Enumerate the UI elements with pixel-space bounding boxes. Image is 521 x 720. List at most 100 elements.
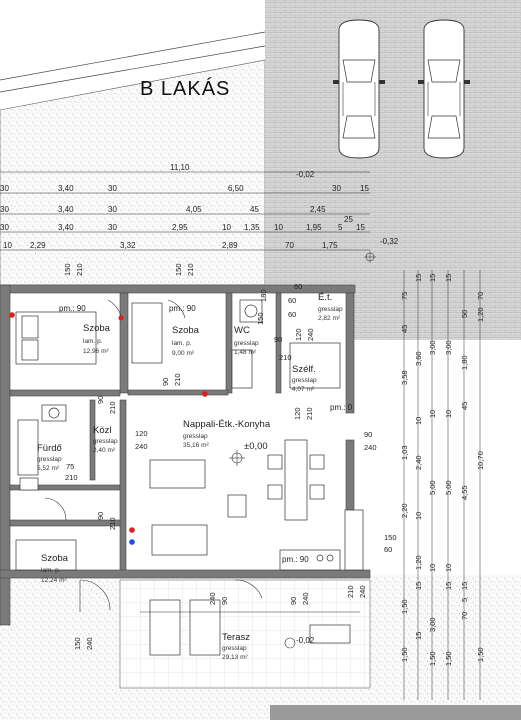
dim-r4-2: 3,32 bbox=[120, 241, 136, 250]
parking-paving bbox=[265, 0, 521, 340]
dim-r4-0: 10 bbox=[3, 241, 12, 250]
svg-text:75: 75 bbox=[66, 462, 74, 471]
dim-r3-10: 25 bbox=[344, 215, 353, 224]
svg-text:75: 75 bbox=[400, 292, 409, 300]
svg-text:90: 90 bbox=[274, 335, 282, 344]
dim-r1-1: 3,40 bbox=[58, 184, 74, 193]
svg-text:pm.: 90: pm.: 90 bbox=[59, 304, 86, 313]
svg-text:240: 240 bbox=[301, 592, 310, 605]
svg-text:60: 60 bbox=[294, 282, 302, 291]
dim-r3-2: 30 bbox=[108, 223, 117, 232]
svg-text:3,58: 3,58 bbox=[400, 370, 409, 385]
dim-r3-4: 10 bbox=[222, 223, 231, 232]
svg-text:É.t.: É.t. bbox=[318, 292, 332, 303]
socket-mark bbox=[129, 539, 135, 545]
walls bbox=[0, 284, 371, 626]
svg-text:5,00: 5,00 bbox=[444, 480, 453, 495]
svg-text:150: 150 bbox=[174, 263, 183, 276]
room-szoba-3: Szoba lam. p. 12,24 m² bbox=[41, 553, 69, 584]
dim-r3-0: 30 bbox=[0, 223, 9, 232]
level-minus-right: -0,32 bbox=[380, 237, 399, 246]
svg-text:90: 90 bbox=[96, 512, 105, 520]
svg-text:12,24 m²: 12,24 m² bbox=[41, 577, 67, 584]
svg-text:gresslap: gresslap bbox=[292, 377, 317, 384]
svg-text:60: 60 bbox=[384, 545, 392, 554]
apartment-title: B LAKÁS bbox=[140, 77, 230, 100]
svg-text:210: 210 bbox=[173, 373, 182, 386]
svg-text:15: 15 bbox=[428, 274, 437, 282]
svg-text:1,20: 1,20 bbox=[414, 555, 423, 570]
svg-text:lam. p.: lam. p. bbox=[83, 338, 103, 345]
level-zero: ±0,00 bbox=[244, 441, 268, 452]
svg-text:Fürdő: Fürdő bbox=[37, 443, 62, 454]
svg-text:240: 240 bbox=[85, 637, 94, 650]
svg-text:210: 210 bbox=[108, 401, 117, 414]
room-szoba-2: Szoba lam. p. 9,00 m² bbox=[172, 325, 200, 357]
svg-text:gresslap: gresslap bbox=[318, 306, 343, 313]
svg-text:1,50: 1,50 bbox=[428, 651, 437, 666]
room-szelf: Szélf. gresslap 4,07 m² bbox=[292, 364, 317, 393]
svg-text:10: 10 bbox=[428, 564, 437, 572]
svg-text:Szoba: Szoba bbox=[172, 325, 200, 336]
svg-text:45: 45 bbox=[460, 402, 469, 410]
svg-text:gresslap: gresslap bbox=[93, 438, 118, 445]
right-dimensions: 75 45 3,58 1,03 2,20 1,50 1,50 15 3,60 1… bbox=[400, 270, 485, 700]
socket-mark bbox=[129, 527, 135, 533]
svg-text:1,50: 1,50 bbox=[444, 651, 453, 666]
svg-text:180: 180 bbox=[259, 289, 268, 302]
dim-r1-0: 30 bbox=[0, 184, 9, 193]
svg-text:210: 210 bbox=[279, 353, 292, 362]
dim-r3-5: 1,35 bbox=[244, 223, 260, 232]
svg-text:15: 15 bbox=[414, 582, 423, 590]
svg-text:10,70: 10,70 bbox=[476, 451, 485, 470]
svg-text:150: 150 bbox=[256, 312, 265, 325]
dim-r2-1: 3,40 bbox=[58, 205, 74, 214]
svg-text:50: 50 bbox=[460, 310, 469, 318]
svg-text:15: 15 bbox=[414, 632, 423, 640]
dim-r2-4: 45 bbox=[250, 205, 259, 214]
car-left bbox=[333, 19, 385, 159]
svg-text:gresslap: gresslap bbox=[183, 433, 208, 440]
car-right bbox=[418, 19, 470, 159]
svg-text:lam. p.: lam. p. bbox=[41, 567, 61, 574]
svg-text:3,00: 3,00 bbox=[428, 617, 437, 632]
svg-text:210: 210 bbox=[65, 473, 78, 482]
svg-text:3,00: 3,00 bbox=[444, 340, 453, 355]
svg-text:2,40 m²: 2,40 m² bbox=[93, 447, 116, 454]
socket-mark bbox=[118, 315, 124, 321]
dim-total: 11,10 bbox=[170, 163, 190, 172]
svg-text:150: 150 bbox=[384, 533, 397, 542]
svg-text:5,52 m²: 5,52 m² bbox=[37, 465, 60, 472]
room-nappali: Nappali-Étk.-Konyha gresslap 35,16 m² ±0… bbox=[183, 419, 271, 452]
svg-text:9,00 m²: 9,00 m² bbox=[172, 350, 195, 357]
dim-r4-5: 1,75 bbox=[322, 241, 338, 250]
dim-r2-5: 2,45 bbox=[310, 205, 326, 214]
svg-text:WC: WC bbox=[234, 325, 250, 336]
level-minus-terrace: -0,02 bbox=[296, 636, 315, 645]
dim-r3-3: 2,95 bbox=[172, 223, 188, 232]
svg-text:Szoba: Szoba bbox=[41, 553, 69, 564]
svg-text:1,03: 1,03 bbox=[400, 445, 409, 460]
svg-text:60: 60 bbox=[288, 310, 296, 319]
svg-text:10: 10 bbox=[444, 410, 453, 418]
socket-mark bbox=[202, 391, 208, 397]
dim-r3-6: 10 bbox=[274, 223, 283, 232]
svg-text:Szélf.: Szélf. bbox=[292, 364, 316, 375]
room-wc: WC gresslap 1,48 m² bbox=[234, 325, 259, 356]
svg-text:35,16 m²: 35,16 m² bbox=[183, 442, 209, 449]
svg-text:15: 15 bbox=[460, 582, 469, 590]
svg-text:1,48 m²: 1,48 m² bbox=[234, 349, 257, 356]
svg-text:pm.: 0: pm.: 0 bbox=[330, 403, 353, 412]
svg-text:240: 240 bbox=[364, 443, 377, 452]
svg-text:90: 90 bbox=[289, 597, 298, 605]
svg-text:10: 10 bbox=[414, 417, 423, 425]
room-terasz: Terasz gresslap 29,13 m² -0,02 bbox=[222, 632, 315, 661]
svg-text:10: 10 bbox=[414, 512, 423, 520]
dim-r3-8: 5 bbox=[338, 223, 343, 232]
svg-text:2,82 m²: 2,82 m² bbox=[318, 315, 341, 322]
dim-r3-7: 1,95 bbox=[306, 223, 322, 232]
svg-text:gresslap: gresslap bbox=[37, 456, 62, 463]
svg-text:150: 150 bbox=[73, 637, 82, 650]
dim-r4-1: 2,29 bbox=[30, 241, 46, 250]
room-kozl: Közl gresslap 2,40 m² bbox=[93, 425, 118, 454]
